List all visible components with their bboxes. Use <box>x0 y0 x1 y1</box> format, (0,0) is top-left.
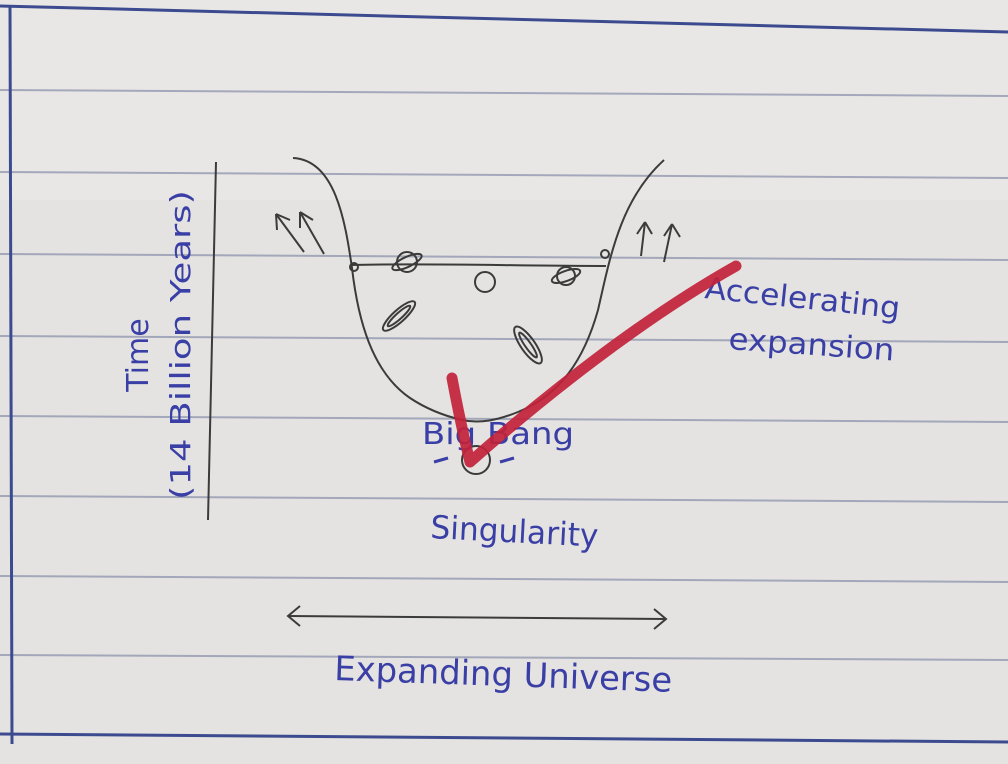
paper-highlight <box>0 0 1008 200</box>
arrow-up-left-icon <box>299 211 325 255</box>
arrow-left-head-icon <box>286 605 301 627</box>
ruled-line <box>0 495 1008 503</box>
galaxy-ellipse-icon <box>513 325 543 365</box>
ruled-line <box>0 89 1008 97</box>
edge-node-icon <box>349 262 359 272</box>
time-slice-line <box>351 263 607 267</box>
expanding-universe-arrow <box>286 605 668 630</box>
ruled-line <box>0 575 1008 583</box>
arrow-up-left-icon <box>275 213 305 253</box>
planet-icon <box>550 266 582 286</box>
border-bottom <box>0 732 1008 744</box>
arrow-right-head-icon <box>653 608 668 630</box>
arrow-up-icon <box>663 223 681 263</box>
planet-icon <box>391 251 423 273</box>
left-expansion-arrows <box>275 211 325 255</box>
border-left <box>8 5 14 745</box>
border-top <box>0 4 1008 34</box>
arrow-up-icon <box>636 221 653 257</box>
ruled-line <box>0 335 1008 343</box>
ruled-lines <box>0 89 1008 661</box>
galaxies <box>381 251 582 365</box>
ruled-line <box>0 253 1008 261</box>
edge-node-icon <box>600 249 610 259</box>
ruled-line <box>0 654 1008 661</box>
singularity-icon <box>461 445 491 475</box>
time-axis-label: Time <box>121 318 156 392</box>
singularity-label: Singularity <box>430 508 600 555</box>
ruled-line <box>0 415 1008 423</box>
singularity-ink-marks <box>433 456 515 464</box>
page-border <box>0 4 1008 745</box>
galaxy-circle-icon <box>474 271 496 293</box>
ruled-line <box>0 171 1008 179</box>
galaxy-ellipse-icon <box>381 300 417 332</box>
time-axis-line <box>207 161 217 521</box>
check-mark-icon <box>446 260 742 468</box>
right-expansion-arrows <box>636 221 681 263</box>
time-axis-span-label: (14 Billion Years) <box>164 190 197 500</box>
